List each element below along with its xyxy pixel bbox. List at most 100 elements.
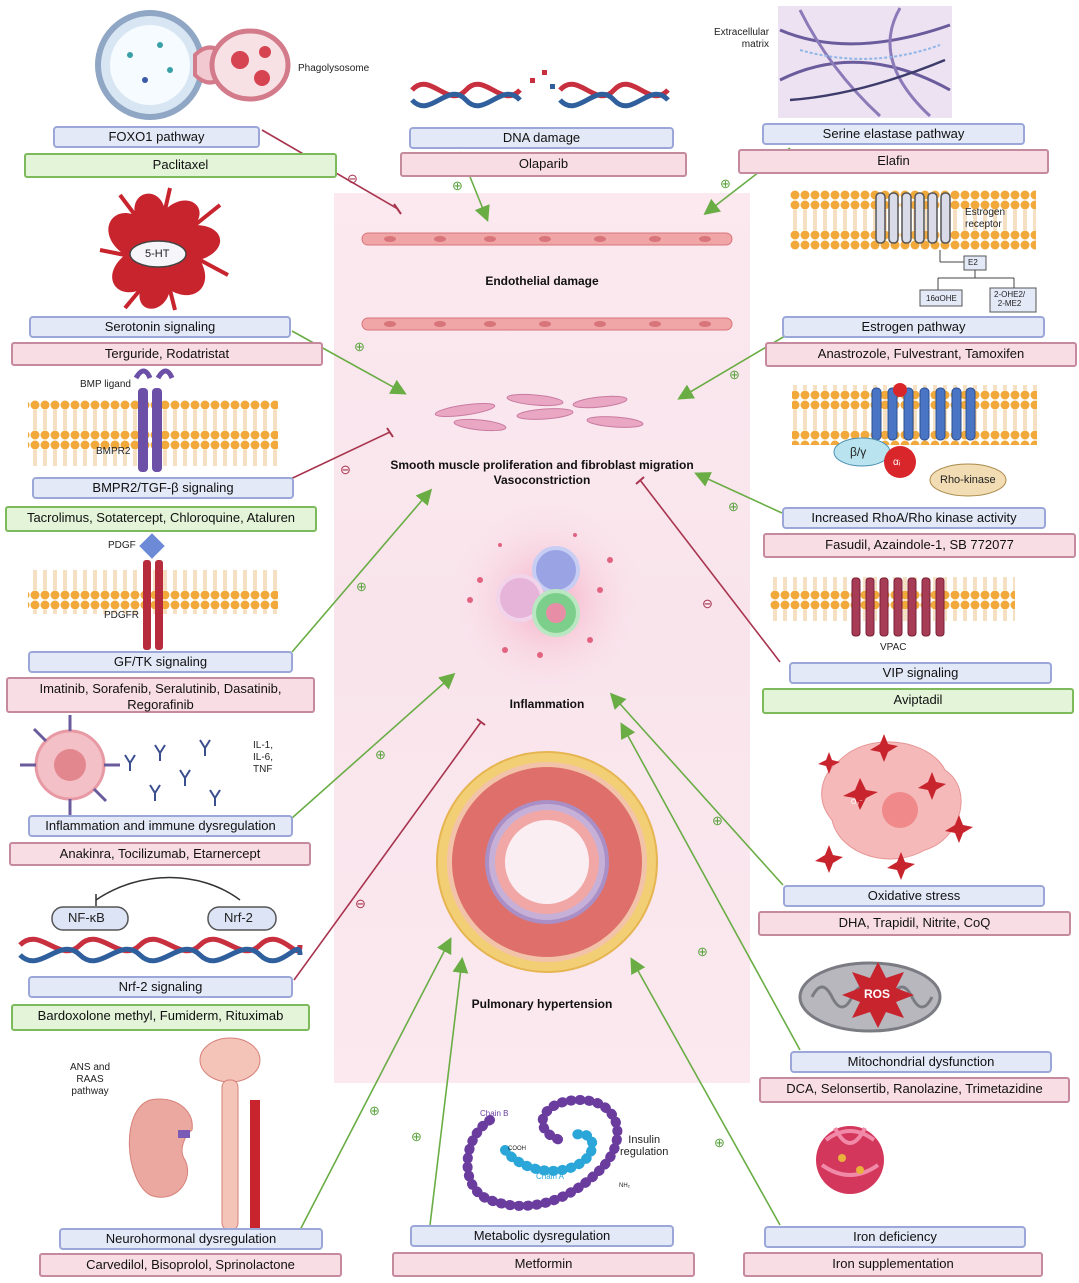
bmpr2-drug-box: Tacrolimus, Sotatercept, Chloroquine, At… [5,506,317,532]
immune-cell-illustration [20,715,221,815]
gftk-drug-line1: Imatinib, Sorafenib, Seralutinib, Dasati… [39,681,282,696]
nfkb-label: NF-κB [68,910,105,925]
extracellular-matrix-illustration [778,6,952,118]
insulin-line2: regulation [620,1146,669,1158]
beta-gamma-label: β/γ [850,445,867,459]
neuro-drug-box: Carvedilol, Bisoprolol, Sprinolactone [39,1253,342,1277]
minus-sign: ⊖ [702,596,713,611]
insulin-line1: Insulin [628,1134,661,1146]
dna-pathway-box: DNA damage [409,127,674,149]
foxo1-drug-box: Paclitaxel [24,153,337,178]
metabolic-drug-box: Metformin [392,1252,695,1277]
serotonin-drug-box: Terguride, Rodatristat [11,342,323,366]
plus-sign: ⊕ [354,339,365,354]
immune-pathway-box: Inflammation and immune dysregulation [28,815,293,837]
pdgf-receptor-illustration [28,533,278,650]
iron-drug-box: Iron supplementation [743,1252,1043,1277]
minus-sign: ⊖ [355,896,366,911]
estrogen-receptor-line2: receptor [965,219,1002,230]
vpac-receptor-illustration [770,577,1015,637]
plus-sign: ⊕ [720,176,731,191]
serotonin-5ht-label: 5-HT [145,248,170,260]
e2-label: E2 [968,258,978,267]
rhoa-receptor-illustration [792,383,1037,497]
bmpr2-receptor-illustration [28,368,278,472]
elastase-drug-box: Elafin [738,149,1049,174]
il6-label: IL-6, [253,752,274,763]
estrogen-pathway-box: Estrogen pathway [782,316,1045,338]
chain-a-label: Chain A [536,1172,565,1181]
ros-label: ROS [864,987,891,1001]
ohe16-label: 16αOHE [926,294,957,303]
plus-sign: ⊕ [452,178,463,193]
ans-line3: pathway [71,1086,109,1097]
mito-drug-box: DCA, Selonsertib, Ranolazine, Trimetazid… [759,1077,1070,1103]
serotonin-pathway-box: Serotonin signaling [29,316,291,338]
nrf2-box-label: Nrf-2 [224,910,253,925]
mito-pathway-box: Mitochondrial dysfunction [790,1051,1052,1073]
vasoconstriction-label: Vasoconstriction [493,473,591,487]
cooh-label: COOH [508,1146,526,1152]
ohe2-line1: 2-OHE2/ [994,290,1026,299]
vip-drug-box: Aviptadil [762,688,1074,714]
serotonin-neuron-illustration [99,187,229,311]
rhoa-drug-box: Fasudil, Azaindole-1, SB 772077 [763,533,1076,558]
smooth-muscle-cells-illustration [434,393,644,432]
nrf2-pathway-box: Nrf-2 signaling [28,976,293,998]
nrf2-dna-illustration [18,876,303,964]
neurohormonal-illustration [128,1037,261,1231]
plus-sign: ⊕ [411,1129,422,1144]
metabolic-pathway-box: Metabolic dysregulation [410,1225,674,1247]
estrogen-drug-box: Anastrozole, Fulvestrant, Tamoxifen [765,342,1077,367]
dna-helix-illustration [410,70,670,109]
plus-sign: ⊕ [697,944,708,959]
ans-line1: ANS and [70,1062,111,1073]
inflammation-label: Inflammation [509,697,585,711]
smooth-muscle-label: Smooth muscle proliferation and fibrobla… [390,458,694,472]
estrogen-receptor-line1: Estrogen [965,207,1006,218]
gftk-drug-box: Imatinib, Sorafenib, Seralutinib, Dasati… [6,677,315,713]
endothelial-damage-label: Endothelial damage [485,274,599,288]
plus-sign: ⊕ [714,1135,725,1150]
bmpr2-label: BMPR2 [96,446,131,457]
connector-lines [261,129,801,1231]
pulmonary-artery-illustration [436,751,658,973]
oxidative-drug-box: DHA, Trapidil, Nitrite, CoQ [758,911,1071,936]
plus-sign: ⊕ [369,1103,380,1118]
plus-sign: ⊕ [375,747,386,762]
vpac-label: VPAC [880,642,907,653]
endothelial-cells-illustration [361,232,733,331]
chain-b-label: Chain B [480,1109,509,1118]
vip-pathway-box: VIP signaling [789,662,1052,684]
oxidative-stress-illustration [815,734,973,880]
foxo1-pathway-box: FOXO1 pathway [53,126,260,148]
mitochondria-illustration [798,961,942,1033]
elastase-pathway-box: Serine elastase pathway [762,123,1025,145]
pdgfr-label: PDGFR [104,610,139,621]
ohe2-line2: 2-ME2 [997,299,1022,308]
ecm-label-line1: Extracellular [714,27,770,38]
oxidative-pathway-box: Oxidative stress [783,885,1045,907]
nrf2-drug-box: Bardoxolone methyl, Fumiderm, Rituximab [11,1004,310,1031]
neuro-pathway-box: Neurohormonal dysregulation [59,1228,323,1250]
ohe2-label: 2-OHE2/2-ME2 [994,290,1025,308]
dna-drug-box: Olaparib [400,152,687,177]
pulmonary-hypertension-label: Pulmonary hypertension [471,997,613,1011]
immune-drug-box: Anakinra, Tocilizumab, Etarnercept [9,842,311,866]
minus-sign: ⊖ [340,462,351,477]
ferritin-illustration [816,1126,884,1194]
rhoa-pathway-box: Increased RhoA/Rho kinase activity [782,507,1046,529]
plus-sign: ⊕ [729,367,740,382]
ecm-label-line2: matrix [741,39,770,50]
phagolysosome-illustration [95,10,291,120]
minus-sign: ⊖ [347,171,358,186]
il1-label: IL-1, [253,740,274,751]
nh2-label: NH₂ [619,1183,630,1189]
alpha-i-label: αᵢ [893,457,901,468]
plus-sign: ⊕ [712,813,723,828]
insulin-chain-illustration [462,1094,623,1211]
tnf-label: TNF [253,764,273,775]
